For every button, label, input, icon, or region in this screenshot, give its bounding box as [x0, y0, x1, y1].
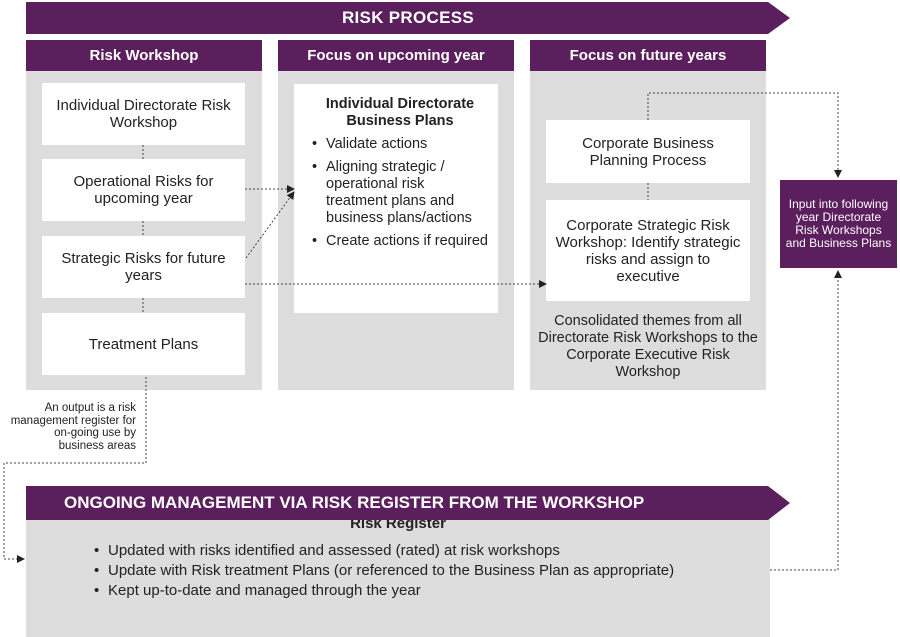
- individual-directorate-workshop-box: Individual Directorate Risk Workshop: [42, 83, 245, 145]
- risk-process-banner: RISK PROCESS: [26, 2, 790, 34]
- strategic-risks-box: Strategic Risks for future years: [42, 236, 245, 298]
- output-note: An output is a risk management register …: [10, 402, 136, 452]
- input-following-year-box: Input into following year Directorate Ri…: [780, 180, 897, 268]
- risk-process-title: RISK PROCESS: [341, 8, 475, 27]
- treatment-plans-box: Treatment Plans: [42, 313, 245, 375]
- future-years-column: Focus on future years Corporate Business…: [530, 40, 766, 390]
- risk-register-list: Updated with risks identified and assess…: [94, 541, 674, 601]
- connector-output-to-register: [3, 377, 147, 563]
- corporate-business-planning-box: Corporate Business Planning Process: [546, 120, 750, 183]
- connector-strategic-to-plans: [245, 191, 295, 259]
- plan-bullet-aligning: Aligning strategic / operational risk tr…: [312, 159, 488, 227]
- corporate-strategic-workshop-box: Corporate Strategic Risk Workshop: Ident…: [546, 200, 750, 301]
- business-plans-title: Individual Directorate Business Plans: [325, 96, 475, 129]
- connector-corporate-to-input: [647, 92, 842, 178]
- future-years-header: Focus on future years: [530, 40, 766, 71]
- upcoming-year-column: Focus on upcoming year Individual Direct…: [278, 40, 514, 390]
- ongoing-management-title: ONGOING MANAGEMENT VIA RISK REGISTER FRO…: [64, 493, 645, 512]
- register-bullet-treatment: Update with Risk treatment Plans (or ref…: [94, 561, 674, 581]
- plan-bullet-create: Create actions if required: [312, 233, 488, 250]
- register-bullet-updated: Updated with risks identified and assess…: [94, 541, 674, 561]
- plan-bullet-validate: Validate actions: [312, 136, 488, 153]
- risk-register-panel: Risk Register Updated with risks identif…: [26, 505, 770, 637]
- operational-risks-box: Operational Risks for upcoming year: [42, 159, 245, 221]
- risk-workshop-column: Risk Workshop Individual Directorate Ris…: [26, 40, 262, 390]
- connector-register-to-input: [770, 270, 842, 571]
- business-plans-list: Validate actions Aligning strategic / op…: [312, 136, 488, 250]
- register-bullet-kept: Kept up-to-date and managed through the …: [94, 581, 674, 601]
- upcoming-year-header: Focus on upcoming year: [278, 40, 514, 71]
- ongoing-management-banner: ONGOING MANAGEMENT VIA RISK REGISTER FRO…: [26, 486, 790, 520]
- risk-workshop-header: Risk Workshop: [26, 40, 262, 71]
- business-plans-box: Individual Directorate Business Plans Va…: [294, 84, 498, 313]
- consolidated-themes-note: Consolidated themes from all Directorate…: [538, 313, 758, 380]
